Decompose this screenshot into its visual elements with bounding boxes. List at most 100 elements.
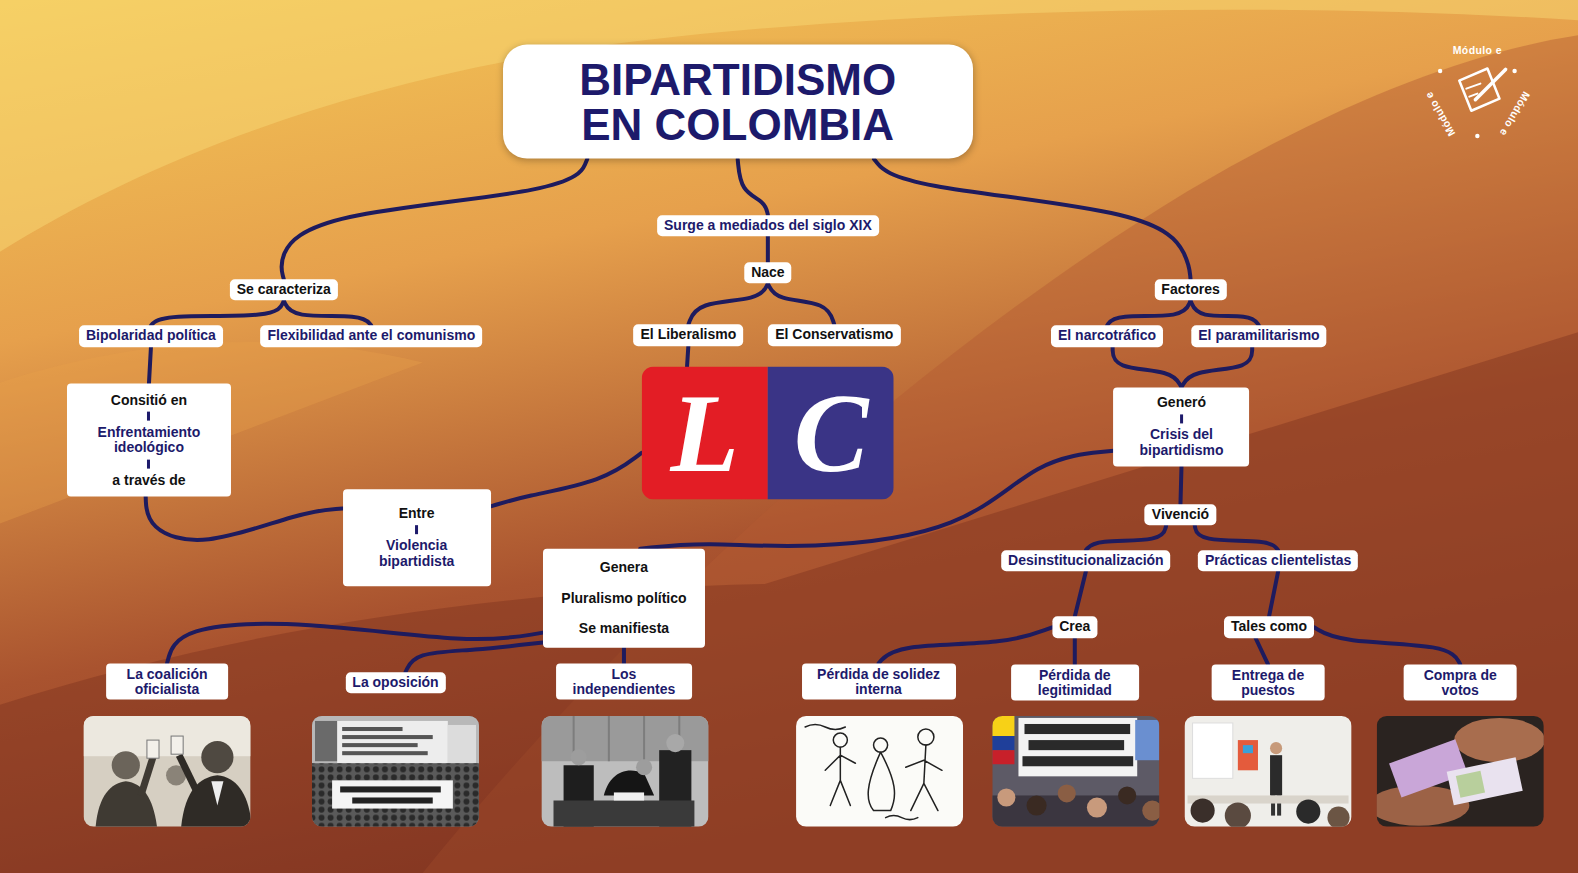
connector [149, 347, 151, 384]
node-text: Enfrentamiento ideológico [75, 425, 223, 456]
node-text: a través de [112, 472, 185, 487]
photo-coalition [201, 741, 233, 773]
photo-coalition [141, 757, 153, 795]
link-word: Nace [744, 262, 791, 283]
photo-vote-buying [1377, 716, 1544, 827]
node-text: La coalición oficialista [112, 666, 222, 697]
photo-opposition [342, 735, 433, 739]
node-text: Violencia bipartidista [351, 538, 483, 569]
connector [1256, 638, 1269, 664]
connector [1113, 347, 1182, 387]
photo-vote-buying [1447, 757, 1523, 805]
photo-classroom [1225, 803, 1251, 827]
inner-connector [1180, 415, 1183, 424]
photo-protest [1024, 724, 1130, 734]
link-word: Crea [1052, 617, 1097, 638]
node-text: Flexibilidad ante el comunismo [267, 329, 475, 344]
concept-box: EntreViolencia bipartidista [343, 489, 491, 587]
photo-cartoon [886, 816, 918, 820]
concept-label: La coalición oficialista [106, 663, 228, 700]
concept-label: Entrega de puestos [1212, 664, 1325, 701]
party-label: El Conservatismo [768, 325, 900, 346]
photo-vote-buying [1456, 771, 1485, 798]
node-text: Pluralismo político [561, 590, 686, 605]
node-text: Crisis del bipartidismo [1122, 428, 1242, 459]
party-logo: LC [642, 367, 895, 500]
connector [1181, 347, 1252, 387]
photo-classroom [1191, 798, 1215, 822]
concept-box: GeneróCrisis del bipartidismo [1114, 387, 1250, 466]
photo-opposition [342, 743, 417, 747]
connector [1073, 638, 1077, 664]
concept-label: Compra de votos [1404, 664, 1517, 701]
photo-classroom [1327, 807, 1349, 827]
concept-label: Surge a mediados del siglo XIX [657, 215, 879, 236]
photo-cartoon [918, 729, 934, 745]
photo-vote-buying [1447, 757, 1523, 805]
photo-opposition [342, 727, 402, 731]
connector [1180, 467, 1181, 504]
photo-protest [1087, 797, 1107, 817]
photo-protest [1118, 786, 1136, 804]
photo-classroom [1238, 740, 1258, 770]
connector [281, 159, 587, 279]
connector [1086, 525, 1166, 550]
connector [738, 159, 768, 215]
concept-box: GeneraPluralismo políticoSe manifiesta [543, 549, 705, 648]
photo-coalition [96, 781, 157, 826]
connector [879, 627, 1053, 663]
photo-protest [997, 788, 1015, 806]
connector [491, 453, 642, 507]
photo-cartoon [805, 724, 845, 729]
connector [688, 284, 768, 325]
photo-protest [1018, 718, 1137, 776]
photo-classroom [1185, 716, 1352, 827]
node-text: Generó [1157, 395, 1206, 410]
connector [1195, 525, 1278, 550]
photo-protest [992, 736, 1014, 750]
watermark-logo [1512, 69, 1516, 73]
connector [406, 643, 543, 672]
photo-independents [614, 792, 644, 800]
photo-cartoon [796, 716, 963, 827]
watermark-logo [1475, 134, 1479, 138]
node-text: Consitió en [111, 392, 187, 407]
connector [1314, 627, 1460, 664]
photo-independents [541, 716, 708, 827]
photo-opposition [312, 763, 479, 826]
connector [687, 346, 688, 367]
watermark-logo [1459, 68, 1499, 110]
photo-protest [992, 750, 1014, 764]
photo-cartoon [868, 752, 894, 810]
node-text: El paramilitarismo [1198, 329, 1319, 344]
photo-cartoon [825, 747, 855, 805]
background-band [0, 332, 1578, 873]
photo-coalition [147, 740, 159, 758]
photo-protest [1135, 720, 1159, 760]
logo-letter: L [642, 367, 768, 500]
photo-independents [666, 734, 684, 752]
photo-cartoon [833, 733, 847, 747]
node-text: Los independientes [562, 666, 686, 697]
photo-opposition [448, 725, 476, 763]
title-box: BIPARTIDISMO EN COLOMBIA [503, 44, 973, 159]
concept-label: Pérdida de solidez interna [802, 663, 956, 700]
node-text: Tales como [1231, 620, 1307, 635]
photo-protest [1142, 801, 1159, 821]
node-text: Nace [751, 265, 784, 280]
photo-classroom [1270, 755, 1282, 795]
photo-cartoon [874, 738, 888, 752]
link-word: Vivenció [1145, 504, 1216, 525]
connector [284, 301, 372, 326]
photo-vote-buying [1454, 718, 1544, 762]
photo-cartoon [906, 745, 942, 810]
photo-protest [1027, 795, 1047, 815]
concept-label: La oposición [345, 672, 445, 693]
photo-classroom [1185, 716, 1352, 827]
photo-opposition [312, 716, 479, 827]
photo-coalition [112, 751, 140, 779]
photo-classroom [1188, 795, 1349, 803]
photo-independents [541, 716, 708, 827]
